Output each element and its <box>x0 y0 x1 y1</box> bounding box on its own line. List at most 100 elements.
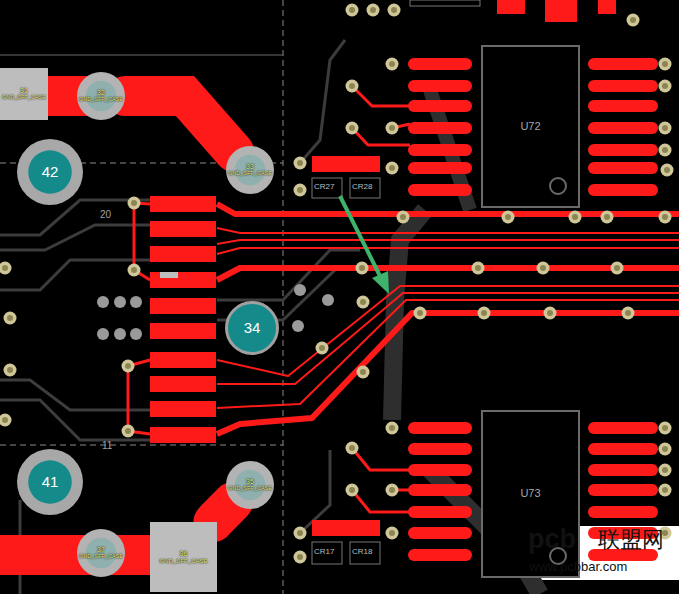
part-outline <box>312 542 342 564</box>
via <box>611 262 624 275</box>
via <box>346 442 359 455</box>
npth-hole <box>130 296 142 308</box>
pin-number: 20 <box>100 209 111 220</box>
signal-trace <box>217 240 679 244</box>
via <box>386 484 399 497</box>
pointer-arrowhead <box>372 271 389 294</box>
npth-hole <box>130 328 142 340</box>
pad-number: 33 <box>246 163 254 170</box>
via <box>346 484 359 497</box>
via-hole <box>7 315 13 321</box>
via-hole <box>125 428 131 434</box>
ic-pad <box>408 80 472 92</box>
ic-pad <box>588 464 658 476</box>
via <box>472 262 485 275</box>
via <box>346 4 359 17</box>
watermark: 联盟网 <box>598 528 664 552</box>
via <box>294 551 307 564</box>
part-name: U72 <box>520 121 540 133</box>
via <box>367 4 380 17</box>
ic-pad <box>588 443 658 455</box>
pad-mark <box>160 272 178 278</box>
via-hole <box>349 125 355 131</box>
via <box>544 307 557 320</box>
part-outline <box>410 0 480 6</box>
outline-dashed <box>0 445 283 446</box>
via <box>0 414 12 427</box>
via-hole <box>349 83 355 89</box>
signal-trace <box>217 268 679 280</box>
via-hole <box>2 417 8 423</box>
pad-number: 41 <box>42 474 59 490</box>
round-pad: 37GND_SFP_CASE <box>77 529 125 577</box>
via <box>659 122 672 135</box>
round-pad: 32GND_SFP_CASE <box>77 72 125 120</box>
inner-layer-trace <box>0 225 150 250</box>
via-hole <box>131 267 137 273</box>
via <box>659 443 672 456</box>
ic-pad <box>408 527 472 539</box>
pad-ring <box>226 461 274 509</box>
smd-pad <box>150 323 216 339</box>
via-hole <box>370 7 376 13</box>
via <box>601 211 614 224</box>
via-hole <box>540 265 546 271</box>
via <box>0 262 12 275</box>
via-hole <box>475 265 481 271</box>
net-name: GND_SFP_CASE <box>228 171 272 177</box>
inner-layer-trace <box>300 40 345 163</box>
pin-number: 11 <box>102 440 112 451</box>
via <box>122 425 135 438</box>
smd-pad <box>312 520 380 536</box>
via <box>356 262 369 275</box>
ic-pad <box>408 506 472 518</box>
ic-pad <box>588 422 658 434</box>
via <box>414 307 427 320</box>
npth-hole <box>114 328 126 340</box>
via-hole <box>389 425 395 431</box>
via-hole <box>131 200 137 206</box>
via <box>357 296 370 309</box>
pin1-mark <box>550 178 566 194</box>
round-pad: 42 <box>17 139 83 205</box>
text-holder: 42 <box>17 139 83 205</box>
via <box>659 144 672 157</box>
ic-pad <box>588 122 658 134</box>
net-name: GND_SFP_CASE <box>79 97 123 103</box>
signal-trace <box>217 313 679 434</box>
via <box>4 364 17 377</box>
text-holder: U72 <box>481 45 580 208</box>
hole-ring <box>17 139 83 205</box>
part-designator: CR28 <box>352 183 372 192</box>
ic-pad <box>408 484 472 496</box>
via <box>386 162 399 175</box>
signal-trace <box>217 293 679 384</box>
ground-trace <box>213 502 233 522</box>
square-pad-copper <box>0 68 48 120</box>
ic-pad <box>588 484 658 496</box>
ic-pad <box>408 144 472 156</box>
text-holder: 34 <box>225 301 279 355</box>
npth-hole <box>114 296 126 308</box>
text-holder: 33GND_SFP_CASE <box>226 146 274 194</box>
via <box>537 262 550 275</box>
via-hole <box>662 446 668 452</box>
ic-pad <box>408 58 472 70</box>
pointer-arrow <box>340 196 380 276</box>
hole <box>227 303 278 354</box>
via-hole <box>360 299 366 305</box>
via-hole <box>349 487 355 493</box>
via-hole <box>481 310 487 316</box>
smd-pad <box>150 376 216 392</box>
square-pad: 31GND_SFP_CASE <box>0 68 48 120</box>
via-hole <box>297 530 303 536</box>
smd-pad <box>150 246 216 262</box>
ground-trace <box>125 96 234 152</box>
smd-pad <box>150 221 216 237</box>
ic-pad <box>588 184 658 196</box>
via-hole <box>662 61 668 67</box>
ic-pad <box>408 184 472 196</box>
pad-number: 35 <box>246 478 254 485</box>
via <box>386 58 399 71</box>
